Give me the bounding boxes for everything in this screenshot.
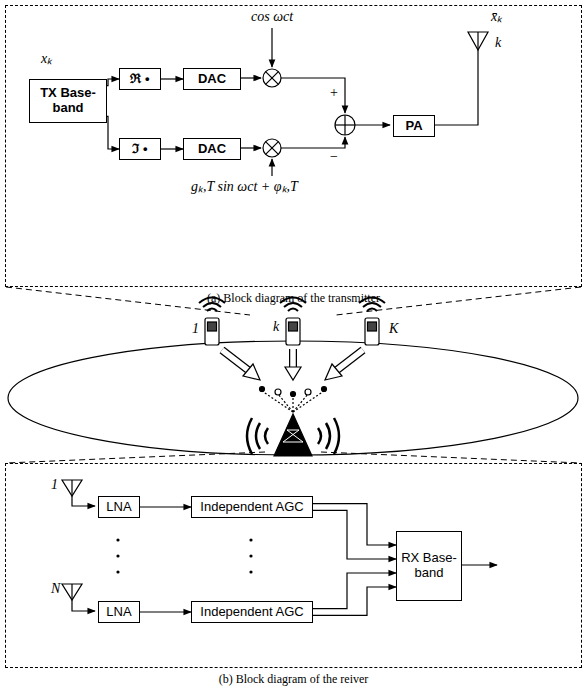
base-station bbox=[247, 387, 339, 457]
process-box: PA bbox=[393, 115, 435, 137]
box-label: TX Base-band bbox=[30, 86, 106, 116]
box-label: RX Base-band bbox=[397, 551, 461, 581]
phone-icon bbox=[205, 318, 379, 345]
signal-connector bbox=[313, 573, 396, 609]
signal-wire bbox=[281, 78, 345, 113]
carrier-wire bbox=[271, 159, 272, 176]
signal-connector bbox=[313, 510, 396, 559]
signal-connector bbox=[140, 506, 191, 507]
mixer-symbol bbox=[263, 69, 281, 87]
carrier-wire bbox=[271, 28, 272, 67]
antenna-index: 1 bbox=[50, 478, 59, 492]
process-box: DAC bbox=[183, 68, 241, 90]
zoom-guide bbox=[6, 287, 581, 463]
adder-symbol bbox=[335, 115, 355, 135]
signal-wire bbox=[355, 124, 390, 125]
signal-name: x̄ₖ bbox=[490, 10, 503, 24]
cell-ellipse bbox=[8, 341, 578, 455]
antenna-index: k bbox=[494, 36, 502, 50]
process-box: LNA bbox=[98, 496, 140, 518]
signal-name: gₖ,T sin ωct + φₖ,T bbox=[190, 180, 299, 194]
antenna-symbol bbox=[71, 584, 72, 600]
mixer-symbol bbox=[263, 139, 281, 157]
process-box: ℑ • bbox=[119, 138, 161, 160]
box-label: ℑ • bbox=[132, 142, 147, 157]
uplink-arrow bbox=[222, 349, 363, 380]
process-box: ℜ • bbox=[119, 68, 161, 90]
box-label: DAC bbox=[198, 142, 226, 157]
signal-connector bbox=[313, 587, 396, 615]
frame-caption: (b) Block diagram of the reiver bbox=[6, 672, 581, 687]
signal-connector bbox=[161, 148, 183, 149]
antenna-symbol bbox=[468, 32, 488, 50]
signal-wire bbox=[281, 137, 345, 148]
process-box: RX Base-band bbox=[396, 531, 462, 601]
sign-mark: − bbox=[329, 150, 339, 164]
box-label: Independent AGC bbox=[200, 605, 303, 620]
process-box: LNA bbox=[98, 601, 140, 623]
signal-wire bbox=[240, 147, 261, 148]
process-box: TX Base-band bbox=[29, 79, 107, 123]
signal-name: cos ωct bbox=[250, 10, 294, 24]
antenna-symbol bbox=[477, 32, 478, 50]
box-label: LNA bbox=[106, 605, 131, 620]
antenna-index: N bbox=[50, 582, 61, 596]
signal-connector bbox=[107, 116, 119, 149]
user-index: K bbox=[388, 322, 399, 336]
frame-caption: (a) Block diagram of the transmitter bbox=[6, 291, 581, 306]
sign-mark: + bbox=[329, 86, 339, 100]
antenna-symbol bbox=[62, 584, 82, 600]
user-index: 1 bbox=[191, 322, 200, 336]
user-index: k bbox=[272, 320, 280, 334]
signal-connector bbox=[161, 78, 183, 79]
signal-name: xₖ bbox=[40, 52, 53, 66]
signal-wire bbox=[72, 600, 95, 611]
process-box: DAC bbox=[183, 138, 241, 160]
signal-wire bbox=[240, 77, 261, 78]
antenna-symbol bbox=[71, 480, 72, 496]
antenna-symbol bbox=[62, 480, 82, 496]
signal-connector bbox=[140, 611, 191, 612]
box-label: ℜ • bbox=[130, 72, 149, 87]
process-box: Independent AGC bbox=[191, 601, 313, 623]
box-label: PA bbox=[405, 119, 422, 134]
signal-wire bbox=[72, 496, 95, 506]
process-box: Independent AGC bbox=[191, 496, 313, 518]
signal-wire bbox=[434, 50, 478, 125]
box-label: Independent AGC bbox=[200, 500, 303, 515]
receiver-frame: (b) Block diagram of the reiverLNAIndepe… bbox=[5, 463, 582, 668]
ellipsis-dots bbox=[116, 538, 252, 573]
signal-connector bbox=[107, 79, 119, 86]
box-label: DAC bbox=[198, 72, 226, 87]
box-label: LNA bbox=[106, 500, 131, 515]
